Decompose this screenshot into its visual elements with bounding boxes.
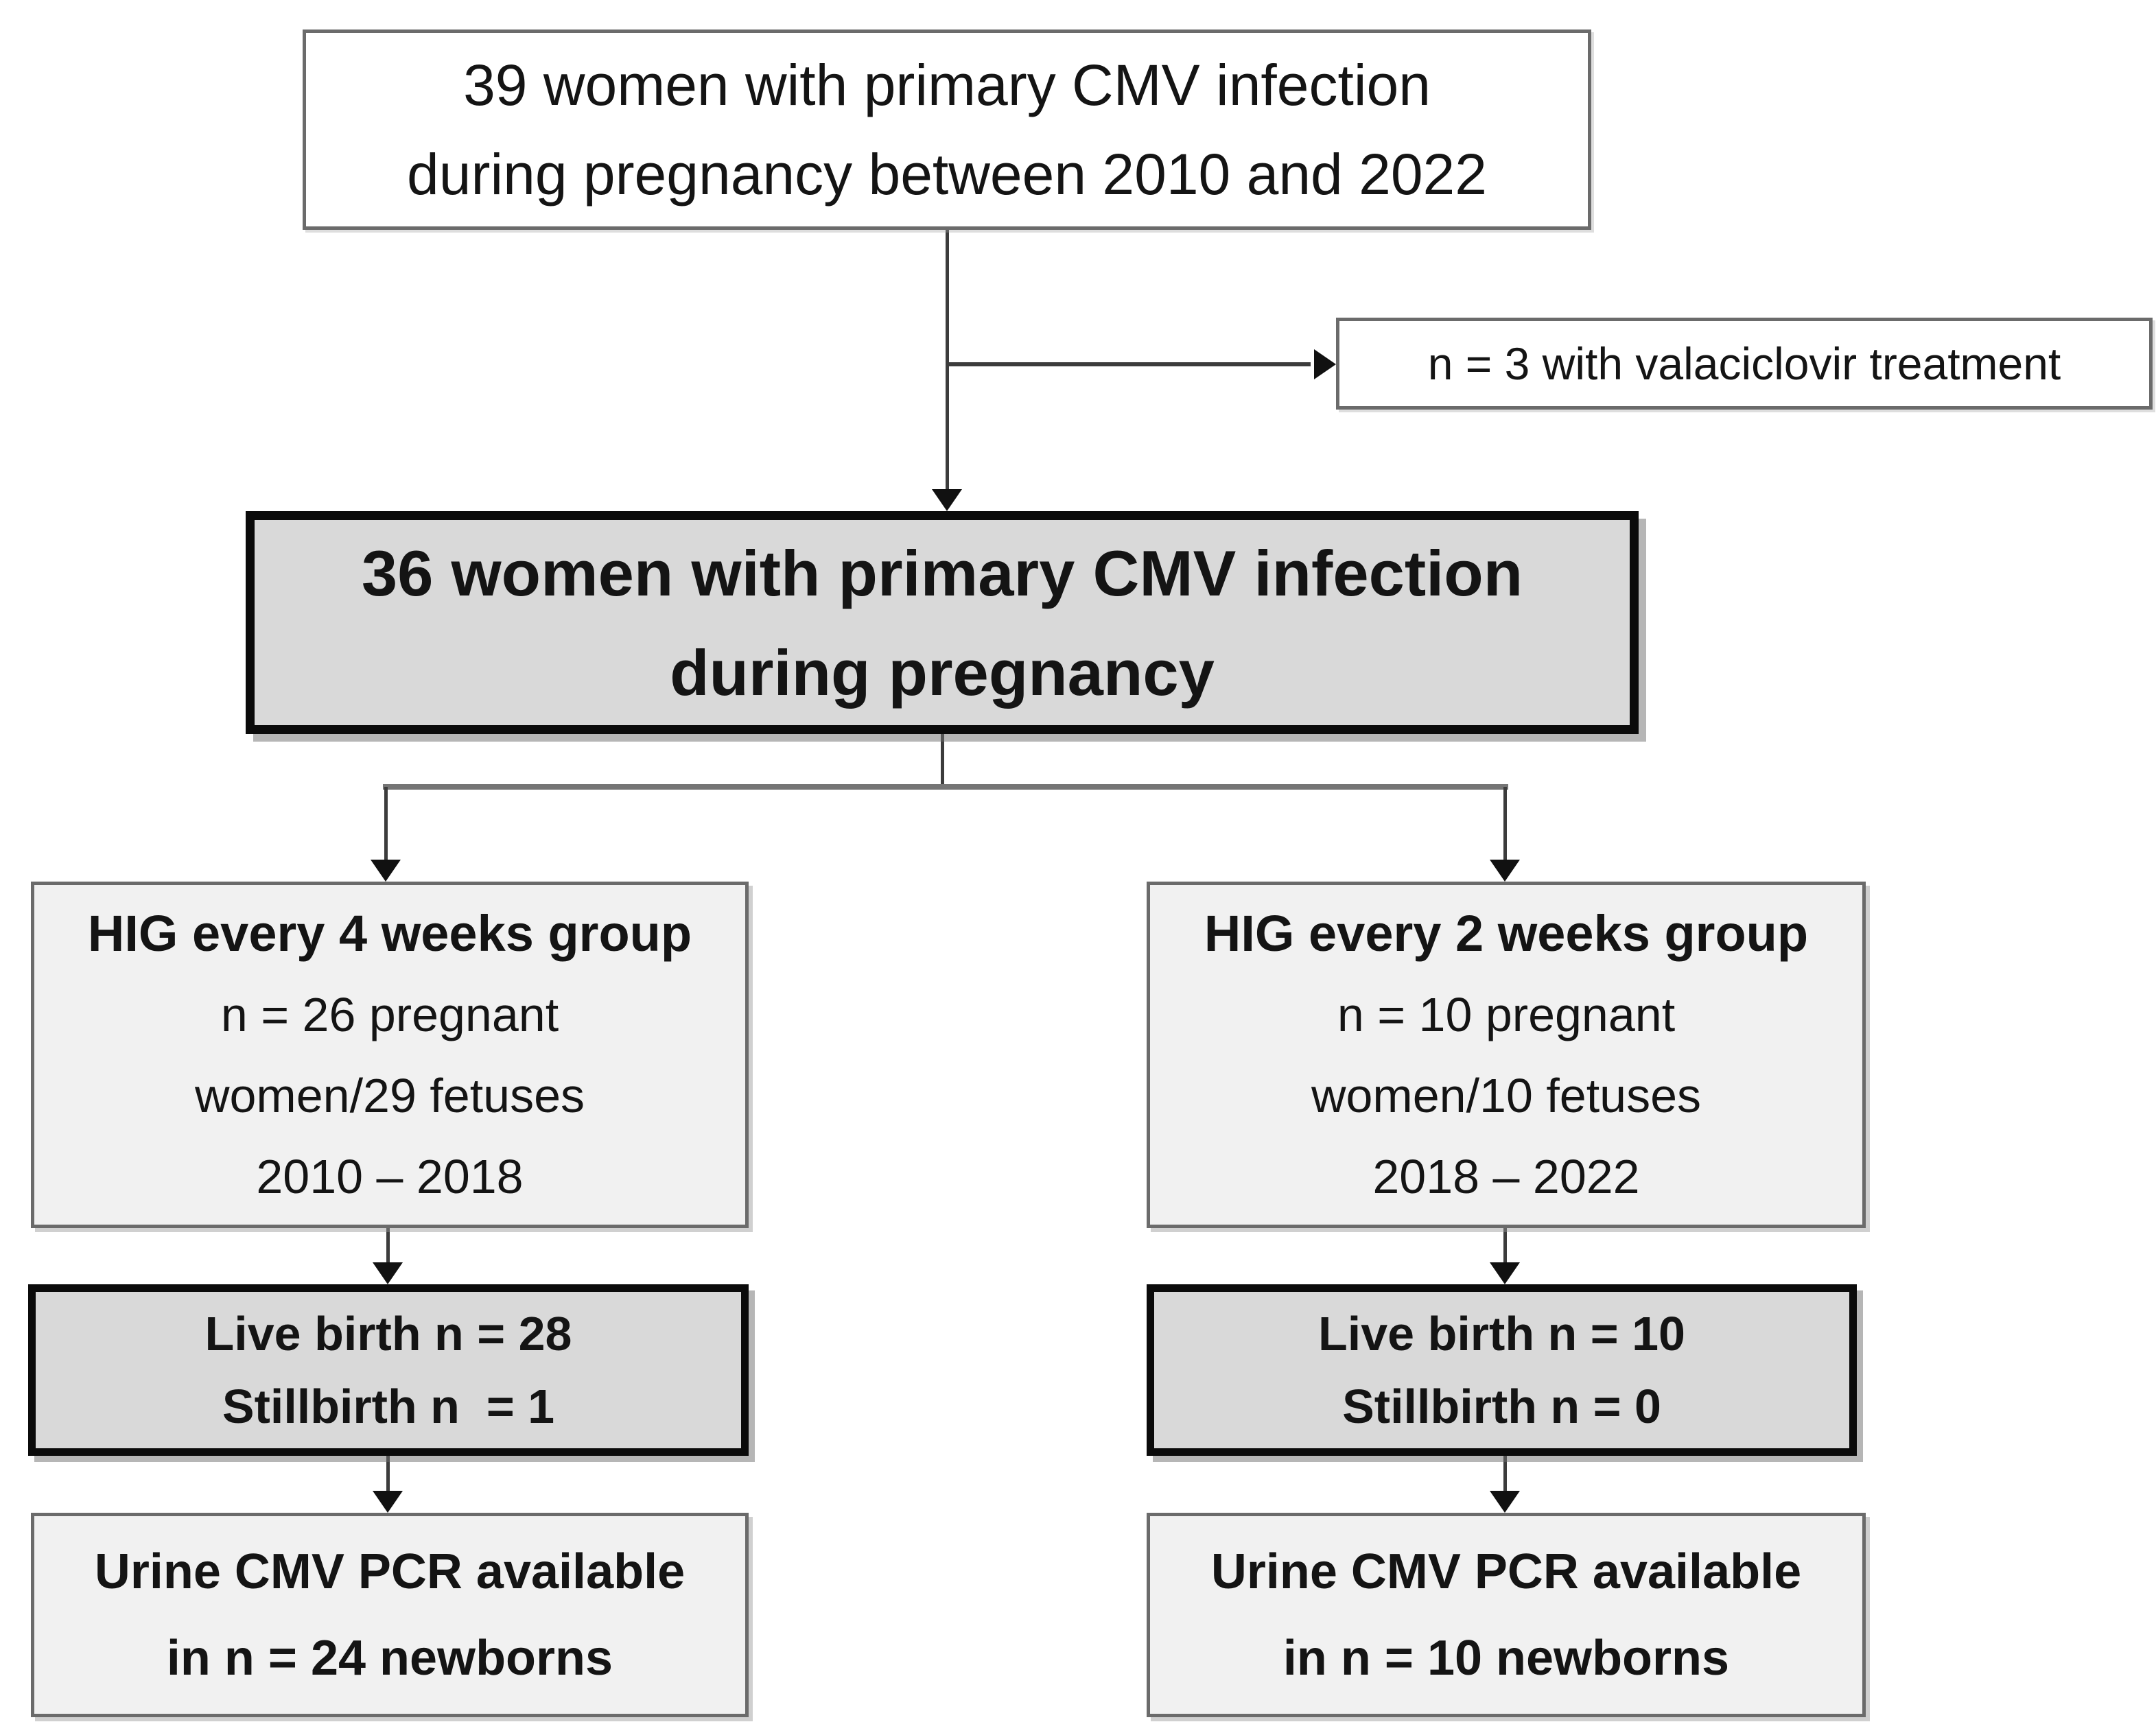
text-line: n = 26 pregnant — [220, 987, 559, 1041]
text-line: Stillbirth n = 1 — [222, 1380, 555, 1433]
text-line: 39 women with primary CMV infection — [463, 53, 1431, 117]
excluded-valaciclovir-box: n = 3 with valaciclovir treatment — [1336, 318, 2153, 410]
birth-outcome-box-hig2: Live birth n = 10 Stillbirth n = 0 — [1147, 1284, 1857, 1456]
arrow-down-icon — [932, 489, 962, 511]
connector-live4-to-urine4 — [386, 1456, 390, 1494]
text-line: Urine CMV PCR available — [1210, 1544, 1802, 1599]
text-line: Stillbirth n = 0 — [1342, 1380, 1661, 1433]
connector-hig2-to-live2 — [1503, 1228, 1507, 1266]
included-population-box: 36 women with primary CMV infection durin… — [246, 511, 1639, 734]
arrow-down-icon — [1490, 1262, 1520, 1284]
group-title: HIG every 4 weeks group — [87, 904, 692, 962]
arrow-down-icon — [1490, 1491, 1520, 1513]
connector-hig4-to-live4 — [386, 1228, 390, 1266]
text-line: n = 10 pregnant — [1337, 987, 1676, 1041]
connector-to-excluded — [946, 362, 1311, 366]
group-details: n = 26 pregnant women/29 fetuses 2010 – 20… — [195, 974, 585, 1217]
text-line: during pregnancy between 2010 and 2022 — [407, 142, 1487, 207]
text-line: during pregnancy — [670, 636, 1215, 709]
text-line: in n = 10 newborns — [1282, 1631, 1730, 1686]
text-line: Live birth n = 28 — [204, 1307, 572, 1360]
text-line: Live birth n = 10 — [1318, 1307, 1685, 1360]
split-bar — [383, 784, 1508, 790]
text-line: women/29 fetuses — [194, 1068, 585, 1122]
hig-every-2-weeks-group-box: HIG every 2 weeks group n = 10 pregnant w… — [1147, 882, 1866, 1228]
group-details: n = 10 pregnant women/10 fetuses 2018 – 20… — [1311, 974, 1701, 1217]
connector-split-to-hig4 — [384, 787, 388, 862]
enrollment-box: 39 women with primary CMV infection durin… — [303, 30, 1591, 230]
arrow-down-icon — [373, 1262, 403, 1284]
arrow-down-icon — [371, 860, 401, 882]
connector-main-to-split — [941, 734, 944, 789]
text-line: 36 women with primary CMV infection — [361, 536, 1523, 609]
text-line: in n = 24 newborns — [166, 1631, 613, 1686]
connector-live2-to-urine2 — [1503, 1456, 1507, 1494]
hig-every-4-weeks-group-box: HIG every 4 weeks group n = 26 pregnant w… — [31, 882, 749, 1228]
connector-top-to-main — [946, 230, 949, 492]
text-line: n = 3 with valaciclovir treatment — [1427, 338, 2061, 389]
group-title: HIG every 2 weeks group — [1204, 904, 1809, 962]
urine-pcr-box-hig2: Urine CMV PCR available in n = 10 newborn… — [1147, 1513, 1866, 1717]
arrow-down-icon — [373, 1491, 403, 1513]
urine-pcr-box-hig4: Urine CMV PCR available in n = 24 newborn… — [31, 1513, 749, 1717]
text-line: 2010 – 2018 — [256, 1149, 524, 1203]
text-line: women/10 fetuses — [1311, 1068, 1702, 1122]
arrow-right-icon — [1314, 349, 1336, 379]
text-line: 2018 – 2022 — [1372, 1149, 1640, 1203]
arrow-down-icon — [1490, 860, 1520, 882]
connector-split-to-hig2 — [1503, 787, 1507, 862]
text-line: Urine CMV PCR available — [94, 1544, 686, 1599]
birth-outcome-box-hig4: Live birth n = 28 Stillbirth n = 1 — [28, 1284, 749, 1456]
